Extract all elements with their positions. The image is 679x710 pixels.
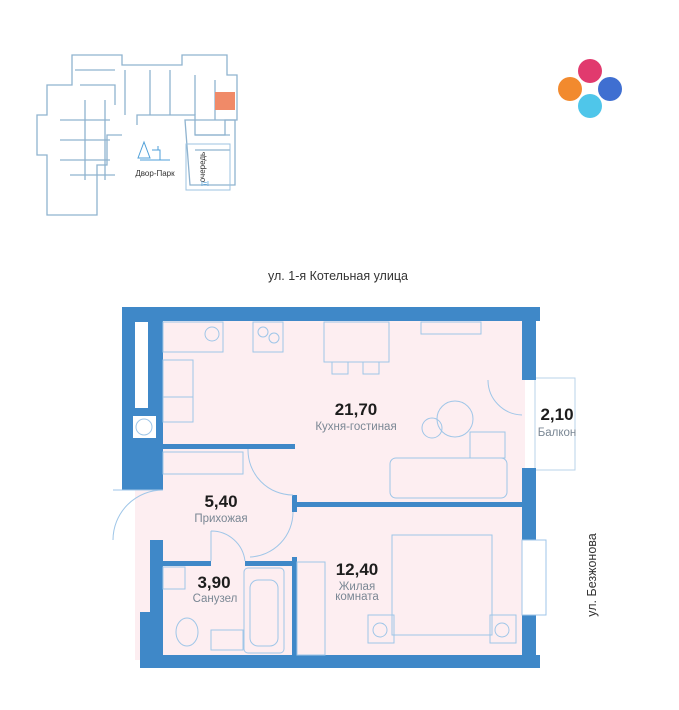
courtyard-label: Двор-Парк xyxy=(135,169,175,178)
phase-label: очередь xyxy=(198,152,207,182)
room-bathroom: 3,90 Санузел xyxy=(193,573,238,605)
room-area: 12,40 xyxy=(336,560,379,579)
balcony xyxy=(534,377,576,471)
room-area: 5,40 xyxy=(204,492,237,511)
ventilation-shaft-icon xyxy=(135,418,153,436)
room-area: 21,70 xyxy=(335,400,378,419)
room-name-line2: комната xyxy=(335,591,379,603)
room-hallway: 5,40 Прихожая xyxy=(194,492,247,525)
street-label-top: ул. 1-я Котельная улица xyxy=(268,269,408,283)
toilet-icon xyxy=(175,617,199,647)
sofa xyxy=(389,457,508,499)
room-name: Прихожая xyxy=(194,513,247,525)
brand-logo xyxy=(558,59,622,118)
furniture xyxy=(162,321,517,656)
building-minimap: Двор-Парк очередь I=I xyxy=(36,54,238,216)
room-area: 2,10 xyxy=(540,405,573,424)
walls xyxy=(122,307,540,668)
heated-towel-rail-icon xyxy=(162,566,186,590)
wardrobe xyxy=(162,451,244,475)
street-label-right: ул. Безжонова xyxy=(585,533,599,616)
bedroom-wardrobe xyxy=(296,561,326,656)
washbasin-icon xyxy=(210,629,244,651)
room-bedroom: 12,40 Жилая комната xyxy=(335,560,379,603)
selected-apartment-marker xyxy=(215,92,235,110)
room-balcony: 2,10 Балкон xyxy=(538,405,577,439)
room-name: Балкон xyxy=(538,427,577,439)
bathtub-icon xyxy=(243,567,285,654)
doors xyxy=(112,379,523,562)
dining-table xyxy=(323,321,390,363)
apartment-floor xyxy=(135,320,525,660)
sink-icon xyxy=(162,321,224,353)
phase-number: I=I xyxy=(201,181,209,188)
stove-icon xyxy=(252,321,284,353)
bed xyxy=(391,534,493,636)
room-name: Кухня-гостиная xyxy=(315,421,396,433)
room-name: Санузел xyxy=(193,593,238,605)
window xyxy=(521,539,547,616)
room-kitchen-living: 21,70 Кухня-гостиная xyxy=(315,400,396,433)
room-name: Жилая xyxy=(339,581,375,593)
boiler-icon xyxy=(162,396,194,423)
park-icon xyxy=(137,140,170,161)
room-area: 3,90 xyxy=(197,573,230,592)
